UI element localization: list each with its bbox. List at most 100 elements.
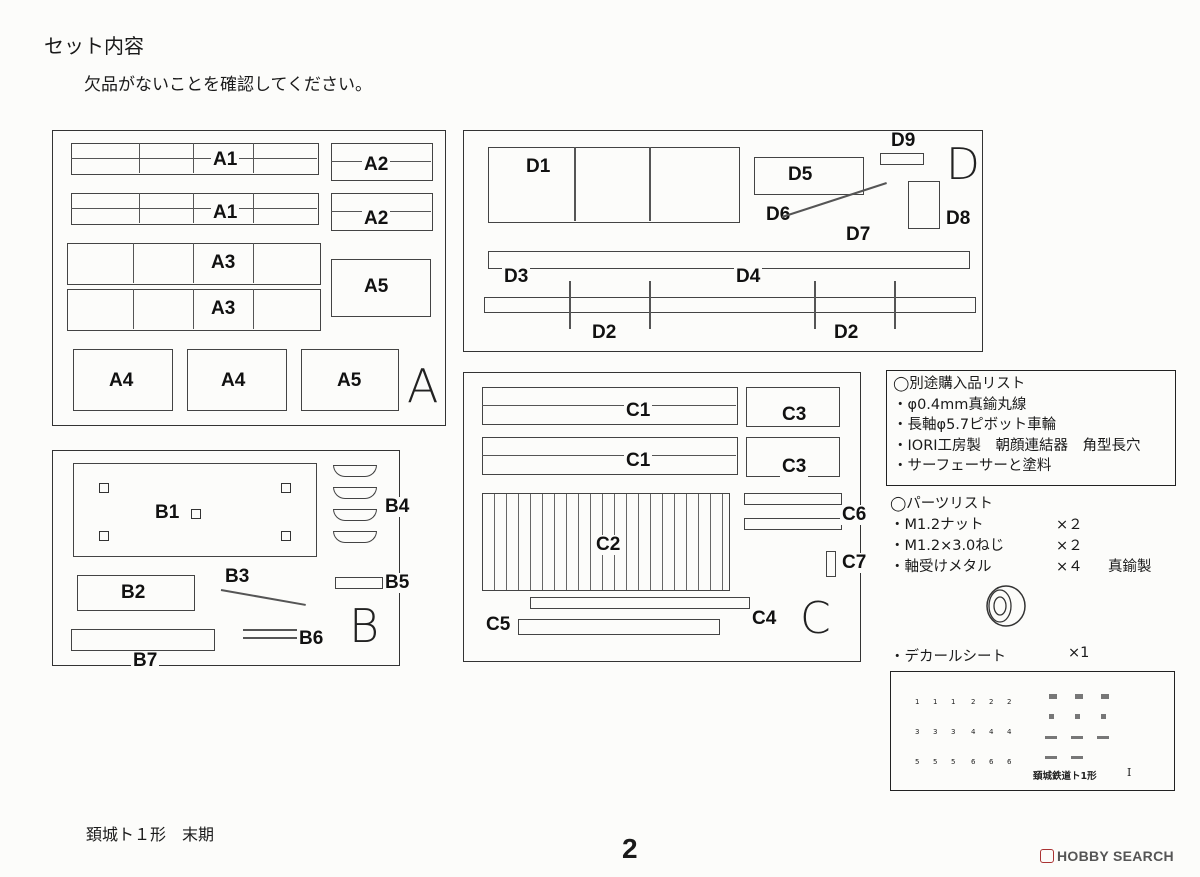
purchase-list-item: ・IORI工房製 朝顔連結器 角型長穴 [893, 437, 1141, 454]
part-c1-shape [482, 387, 738, 425]
part-label: C2 [594, 534, 623, 555]
decal-sheet-label: ・デカールシート [890, 649, 1006, 665]
part-label: A4 [107, 370, 136, 391]
parts-list-item-qty: ×２ [1056, 517, 1083, 533]
purchase-list-box: ◯別途購入品リスト ・φ0.4mm真鍮丸線 ・長軸φ5.7ピボット車輪 ・IOR… [886, 370, 1176, 486]
frame-letter: A [407, 359, 439, 413]
part-d3-d4-shape [488, 251, 970, 269]
part-label: D4 [734, 266, 763, 287]
part-label: D9 [889, 130, 918, 151]
part-label: D6 [764, 204, 793, 225]
part-label: A3 [209, 298, 238, 319]
part-label: D7 [844, 224, 873, 245]
part-b2-shape [77, 575, 195, 611]
part-label: D8 [944, 208, 973, 229]
part-a2-shape [331, 193, 433, 231]
part-label: B7 [131, 650, 160, 671]
part-b4-shape [333, 487, 377, 499]
part-label: B4 [383, 496, 412, 517]
part-label: B6 [297, 628, 326, 649]
part-b7-shape [71, 629, 215, 651]
parts-list-item-note: 真鍮製 [1108, 559, 1152, 575]
part-a4-shape [187, 349, 287, 411]
frame-letter: C [800, 593, 831, 644]
part-label: C7 [840, 552, 869, 573]
part-label: C6 [840, 504, 869, 525]
part-label: C3 [780, 404, 809, 425]
part-b1-shape [73, 463, 317, 557]
part-label: A1 [211, 149, 240, 170]
part-label: A5 [335, 370, 364, 391]
purchase-list-item: ・サーフェーサーと塗料 [893, 458, 1052, 474]
model-name: 頚城ト１形 末期 [86, 825, 215, 844]
part-label: D1 [524, 156, 553, 177]
part-c1-shape [482, 437, 738, 475]
parts-list-item-qty: ×２ [1056, 538, 1083, 554]
part-label: C1 [624, 400, 653, 421]
part-label: A3 [209, 252, 238, 273]
parts-list-item-qty: ×４ [1056, 559, 1083, 575]
watermark: HOBBY SEARCH [1040, 848, 1174, 864]
part-label: C5 [484, 614, 513, 635]
part-d8-shape [908, 181, 940, 229]
purchase-list-heading: ◯別途購入品リスト [893, 376, 1026, 392]
part-label: B2 [119, 582, 148, 603]
part-d1-shape [488, 147, 740, 223]
part-a1-shape [71, 193, 319, 225]
sprue-frame-c: C1 C1 C3 C3 C6 C2 C7 C5 C4 C [463, 372, 869, 662]
frame-letter: D [946, 139, 980, 190]
part-label: A4 [219, 370, 248, 391]
part-d5-shape [754, 157, 864, 195]
page-title: セット内容 [44, 34, 144, 58]
part-a1-shape [71, 143, 319, 175]
frame-letter: B [349, 599, 380, 653]
part-a5-shape [331, 259, 431, 317]
part-b4-shape [333, 509, 377, 521]
watermark-logo-icon [1040, 849, 1054, 863]
part-c4-shape [530, 597, 750, 609]
part-label: C3 [780, 456, 809, 477]
parts-list-item-name: ・M1.2ナット [890, 517, 984, 533]
part-a5-shape [301, 349, 399, 411]
part-label: D3 [502, 266, 531, 287]
page-number: 2 [622, 833, 638, 864]
parts-list-heading: ◯パーツリスト [890, 496, 993, 512]
part-c5-shape [518, 619, 720, 635]
sprue-frame-b: B1 B4 B2 B3 B5 B6 B7 B [52, 450, 412, 671]
part-label: D5 [786, 164, 815, 185]
decal-mark: I [1127, 766, 1132, 779]
bearing-metal-illustration [986, 585, 1026, 627]
purchase-list-item: ・φ0.4mm真鍮丸線 [893, 396, 1027, 413]
page-subtitle: 欠品がないことを確認してください。 [84, 75, 372, 95]
part-label: C1 [624, 450, 653, 471]
part-b3-shape [220, 589, 306, 606]
part-a4-shape [73, 349, 173, 411]
part-a3-shape [67, 243, 321, 285]
part-label: A2 [362, 208, 391, 229]
part-c6-shape [744, 493, 842, 505]
part-label: B1 [153, 502, 182, 523]
part-label: C4 [750, 608, 779, 629]
decal-sheet-qty: ×1 [1068, 645, 1090, 661]
part-d2-shape [484, 297, 976, 313]
part-b6-shape [243, 629, 299, 631]
part-b4-shape [333, 531, 377, 543]
part-label: B5 [383, 572, 412, 593]
part-c6-shape [744, 518, 842, 530]
part-a3-shape [67, 289, 321, 331]
part-c7-shape [826, 551, 836, 577]
part-d9-shape [880, 153, 924, 165]
part-label: D2 [832, 322, 861, 343]
decal-caption: 頚城鉄道ト1形 [1033, 771, 1097, 782]
part-c3-shape [746, 387, 840, 427]
part-label: A1 [211, 202, 240, 223]
part-label: A2 [362, 154, 391, 175]
parts-list-item-name: ・M1.2×3.0ねじ [890, 538, 1005, 554]
decal-sheet: 1 1 1 2 2 2 3 3 3 4 4 4 5 5 5 6 6 6 頚城鉄道… [890, 671, 1175, 791]
purchase-list-item: ・長軸φ5.7ピボット車輪 [893, 417, 1057, 433]
parts-list-item-name: ・軸受けメタル [890, 559, 992, 575]
part-label: B3 [223, 566, 252, 587]
sprue-frame-d: D1 D9 D5 D8 D6 D7 D3 D4 D2 D2 D [463, 130, 983, 352]
part-label: A5 [362, 276, 391, 297]
part-b5-shape [335, 577, 383, 589]
